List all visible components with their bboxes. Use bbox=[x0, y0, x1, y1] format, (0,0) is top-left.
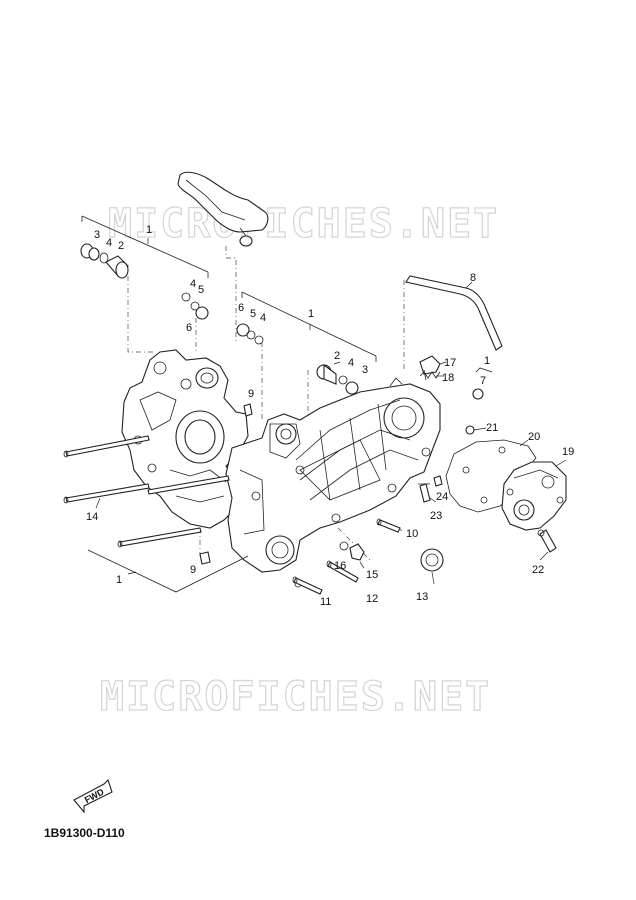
callout-4: 4 bbox=[348, 357, 354, 369]
callout-numbers: 3 4 2 1 4 5 6 6 5 4 1 2 4 3 8 17 18 1 7 … bbox=[86, 224, 574, 608]
callout-9: 9 bbox=[248, 388, 254, 400]
catalog-code: 1B91300-D110 bbox=[44, 826, 125, 840]
callout-12: 12 bbox=[366, 593, 378, 605]
crankcase-studs-14 bbox=[63, 435, 230, 548]
bracket-group-left-top bbox=[81, 215, 209, 278]
callout-10: 10 bbox=[406, 528, 418, 540]
callout-5: 5 bbox=[250, 308, 256, 320]
callout-6: 6 bbox=[238, 302, 244, 314]
watermark-bottom: MICROFICHES.NET bbox=[100, 674, 491, 720]
bracket-group-bottom-left bbox=[87, 549, 249, 593]
plug-3-left bbox=[80, 243, 100, 261]
callout-18: 18 bbox=[442, 372, 454, 384]
breather-pipe-upper bbox=[177, 171, 269, 247]
oil-seal-13 bbox=[420, 548, 444, 572]
callout-14: 14 bbox=[86, 511, 98, 523]
callout-2: 2 bbox=[334, 350, 340, 362]
bracket-group-middle bbox=[241, 291, 377, 362]
callout-15: 15 bbox=[366, 569, 378, 581]
plug-15 bbox=[349, 543, 365, 561]
oring-4-left bbox=[99, 252, 109, 264]
callout-3: 3 bbox=[362, 364, 368, 376]
breather-hose-8 bbox=[405, 275, 503, 351]
forward-direction-arrow: FWD bbox=[73, 778, 113, 814]
callout-16: 16 bbox=[334, 560, 346, 572]
callout-17: 17 bbox=[444, 357, 456, 369]
bolt-12 bbox=[326, 560, 359, 583]
bolt-23 bbox=[418, 483, 431, 503]
bolt-9-lower bbox=[199, 551, 211, 565]
callout-4: 4 bbox=[190, 278, 196, 290]
callout-11: 11 bbox=[320, 596, 331, 608]
rings-654-right bbox=[236, 323, 264, 345]
callout-1: 1 bbox=[308, 308, 314, 320]
dowel-2-left bbox=[105, 255, 129, 279]
callout-13: 13 bbox=[416, 591, 428, 603]
dowel-7 bbox=[472, 367, 493, 400]
callout-4: 4 bbox=[106, 237, 112, 249]
oring-4-mid bbox=[338, 375, 348, 385]
bolt-22 bbox=[537, 529, 557, 553]
callout-leaders bbox=[333, 361, 567, 585]
callout-1: 1 bbox=[146, 224, 152, 236]
spring-18 bbox=[419, 371, 441, 379]
bolt-24 bbox=[433, 475, 443, 487]
callout-22: 22 bbox=[532, 564, 544, 576]
callout-6: 6 bbox=[186, 322, 192, 334]
callout-24: 24 bbox=[436, 491, 448, 503]
bolt-9-upper bbox=[243, 403, 253, 417]
callout-3: 3 bbox=[94, 229, 100, 241]
alignment-lines bbox=[127, 246, 405, 561]
rings-456-mid bbox=[181, 292, 209, 320]
callout-7: 7 bbox=[480, 375, 486, 387]
dowel-2-mid bbox=[316, 363, 337, 385]
drain-plug-17 bbox=[419, 355, 441, 381]
callout-1: 1 bbox=[484, 355, 490, 367]
washer-16 bbox=[339, 541, 349, 551]
crankcase-left-half bbox=[121, 349, 249, 529]
callout-21: 21 bbox=[486, 422, 498, 434]
callout-9: 9 bbox=[190, 564, 196, 576]
watermark-top: MICROFICHES.NET bbox=[108, 201, 499, 247]
callout-20: 20 bbox=[528, 431, 540, 443]
callout-4: 4 bbox=[260, 312, 266, 324]
callout-1: 1 bbox=[116, 574, 122, 586]
bolt-10 bbox=[376, 518, 401, 533]
callout-23: 23 bbox=[430, 510, 442, 522]
callout-2: 2 bbox=[118, 240, 124, 252]
plug-3-mid bbox=[345, 381, 359, 395]
dowel-21 bbox=[465, 425, 475, 435]
callout-5: 5 bbox=[198, 284, 204, 296]
callout-19: 19 bbox=[562, 446, 574, 458]
crankcase-right-half bbox=[225, 377, 441, 588]
bolt-11 bbox=[292, 576, 323, 595]
transmission-cover-19 bbox=[501, 461, 567, 531]
callout-8: 8 bbox=[470, 272, 476, 284]
